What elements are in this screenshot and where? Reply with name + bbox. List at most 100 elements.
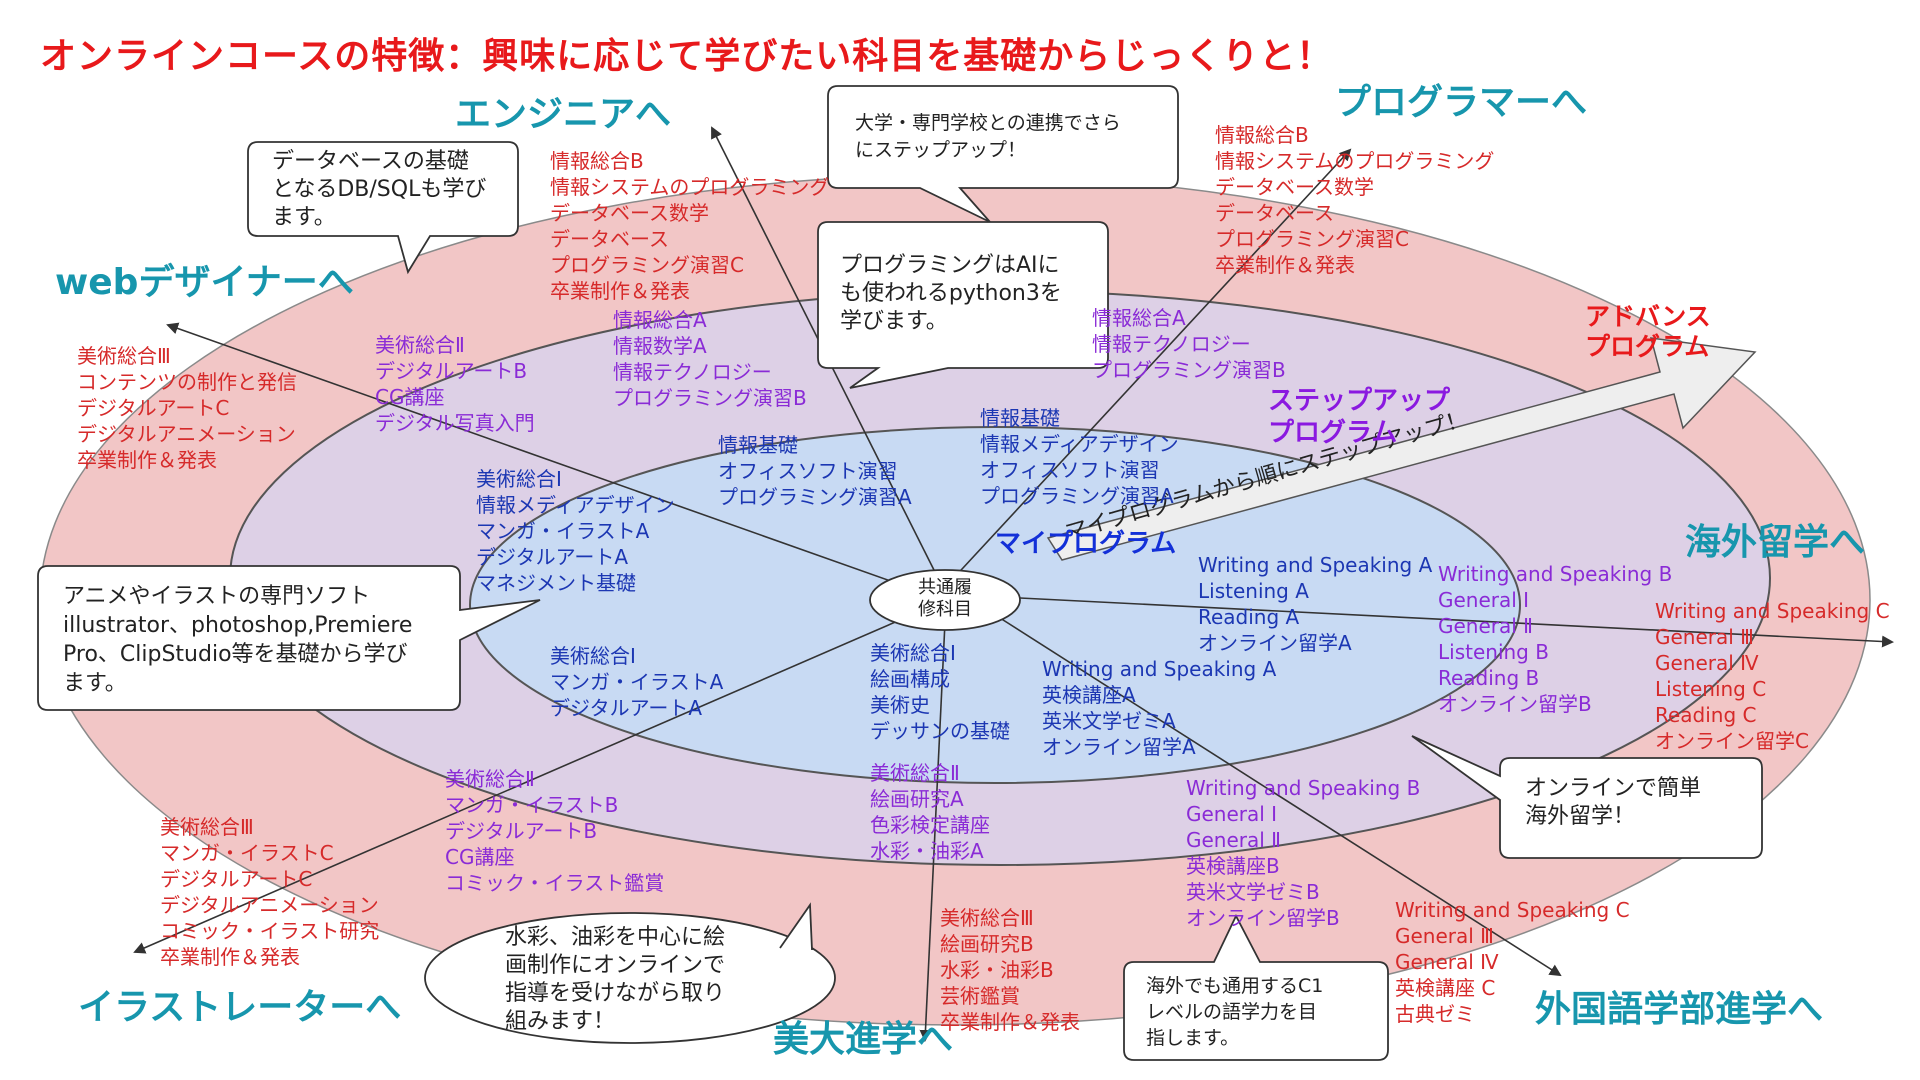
course-item: プログラミング演習B — [1092, 358, 1286, 382]
callout-line: ます。 — [63, 671, 127, 696]
course-item: デッサンの基礎 — [870, 719, 1010, 743]
arrow-to-foreign-language — [999, 617, 1562, 977]
course-item: プログラミング演習C — [1215, 227, 1409, 251]
course-item: 絵画構成 — [870, 667, 950, 691]
callout-line: 大学・専門学校との連携でさら — [855, 112, 1121, 134]
course-item: 色彩検定講座 — [870, 813, 990, 837]
callout-c1-level — [1123, 913, 1389, 1061]
course-item: 美術総合Ⅱ — [445, 767, 535, 791]
callout-line: illustrator、photoshop,Premiere — [63, 613, 413, 638]
course-item: 情報システムのプログラミング — [1215, 149, 1495, 173]
arrow-to-study-abroad — [1019, 597, 1894, 648]
course-item: 美術総合Ⅲ — [160, 815, 254, 839]
callout-python-text: プログラミングはAIに も使われるpython3を 学びます。 — [840, 252, 1062, 336]
callout-c1-level-text: 海外でも通用するC1 レベルの語学力を目 指します。 — [1146, 973, 1323, 1051]
course-item: デジタルアートA — [476, 545, 629, 569]
course-item: Listening C — [1655, 677, 1767, 701]
course-item: 情報基礎 — [980, 406, 1060, 430]
course-item: 情報基礎 — [718, 433, 798, 457]
page-title: オンラインコースの特徴：興味に応じて学びたい科目を基礎からじっくりと！ — [40, 36, 1334, 77]
callout-line: レベルの語学力を目 — [1146, 1001, 1318, 1023]
course-item: General Ⅲ — [1395, 924, 1494, 948]
callout-line: 画制作にオンラインで — [505, 953, 726, 978]
callout-university-text: 大学・専門学校との連携でさら にステップアップ！ — [855, 110, 1121, 164]
course-item: データベース数学 — [1215, 175, 1374, 199]
callout-line: オンラインで簡単 — [1525, 776, 1702, 801]
course-item: 情報テクノロジー — [1092, 332, 1251, 356]
course-item: 古典ゼミ — [1395, 1002, 1475, 1026]
callout-online-abroad — [1411, 735, 1763, 859]
course-item: 情報数学A — [613, 334, 707, 358]
course-item: 美術総合Ⅰ — [550, 644, 636, 668]
callout-line: プログラミングはAIに — [840, 253, 1060, 278]
callout-line: Pro、ClipStudio等を基礎から学び — [63, 642, 408, 667]
course-item: マンガ・イラストA — [550, 670, 724, 694]
arrow-to-art-university — [919, 621, 946, 1042]
course-item: General Ⅳ — [1395, 950, 1499, 974]
course-item: デジタルアートB — [445, 819, 598, 843]
course-item: 英検講座B — [1186, 854, 1280, 878]
callout-line: アニメやイラストの専門ソフト — [63, 584, 371, 609]
callout-line: データベースの基礎 — [272, 149, 469, 174]
course-item: Writing and Speaking A — [1042, 657, 1277, 681]
course-item: プログラミング演習A — [718, 485, 912, 509]
courses-engineer-my: 情報基礎オフィスソフト演習プログラミング演習A — [718, 432, 912, 510]
course-item: データベース — [1215, 201, 1334, 225]
callout-line: となるDB/SQLも学び — [272, 177, 487, 202]
course-item: 美術総合Ⅰ — [870, 641, 956, 665]
course-item: 卒業制作＆発表 — [940, 1010, 1080, 1034]
course-item: マンガ・イラストB — [445, 793, 619, 817]
course-item: デジタルアートC — [77, 396, 230, 420]
center-label-line-1: 共通履 — [918, 577, 972, 598]
course-item: Listening B — [1438, 640, 1549, 664]
course-item: 卒業制作＆発表 — [160, 945, 300, 969]
course-item: 英検講座 C — [1395, 976, 1496, 1000]
course-item: CG講座 — [375, 385, 445, 409]
callout-anime-text: アニメやイラストの専門ソフト illustrator、photoshop,Pre… — [63, 582, 412, 698]
dest-engineer: エンジニアへ — [455, 94, 672, 135]
course-item: データベース — [550, 227, 669, 251]
stepup-arrow — [1046, 337, 1757, 561]
course-item: マンガ・イラストC — [160, 841, 334, 865]
callout-watercolor-text: 水彩、油彩を中心に絵 画制作にオンラインで 指導を受けながら取り 組みます！ — [505, 924, 725, 1036]
course-item: 美術総合Ⅲ — [77, 344, 171, 368]
label-stepup: ステップアップ プログラム — [1268, 385, 1450, 449]
callout-line: 海外でも通用するC1 — [1146, 975, 1324, 997]
course-item: 芸術鑑賞 — [940, 984, 1020, 1008]
course-item: Reading C — [1655, 703, 1757, 727]
callout-database-text: データベースの基礎 となるDB/SQLも学び ます。 — [272, 148, 486, 232]
course-item: 情報総合B — [1215, 123, 1309, 147]
course-item: 絵画研究B — [940, 932, 1034, 956]
course-item: オンライン留学C — [1655, 729, 1809, 753]
callout-line: ます。 — [272, 205, 336, 230]
center-label: 共通履 修科目 — [895, 577, 995, 621]
course-item: デジタルアニメーション — [160, 893, 379, 917]
course-item: プログラミング演習C — [550, 253, 744, 277]
dest-study-abroad: 海外留学へ — [1685, 522, 1866, 563]
course-item: データベース数学 — [550, 201, 709, 225]
dest-illustrator: イラストレーターへ — [78, 987, 402, 1028]
callout-line: 水彩、油彩を中心に絵 — [505, 925, 726, 950]
callout-line: も使われるpython3を — [840, 281, 1062, 306]
dest-web-designer: webデザイナーへ — [55, 262, 354, 303]
course-item: 美術総合Ⅲ — [940, 906, 1034, 930]
course-item: 英米文学ゼミB — [1186, 880, 1320, 904]
course-item: 情報テクノロジー — [613, 360, 772, 384]
course-item: General Ⅳ — [1655, 651, 1759, 675]
course-item: コミック・イラスト鑑賞 — [445, 871, 665, 895]
course-item: Writing and Speaking C — [1395, 898, 1630, 922]
course-item: 絵画研究A — [870, 787, 964, 811]
course-item: General Ⅱ — [1438, 614, 1534, 638]
callout-python — [817, 221, 1109, 389]
course-item: マネジメント基礎 — [476, 571, 636, 595]
course-item: Writing and Speaking B — [1438, 562, 1673, 586]
